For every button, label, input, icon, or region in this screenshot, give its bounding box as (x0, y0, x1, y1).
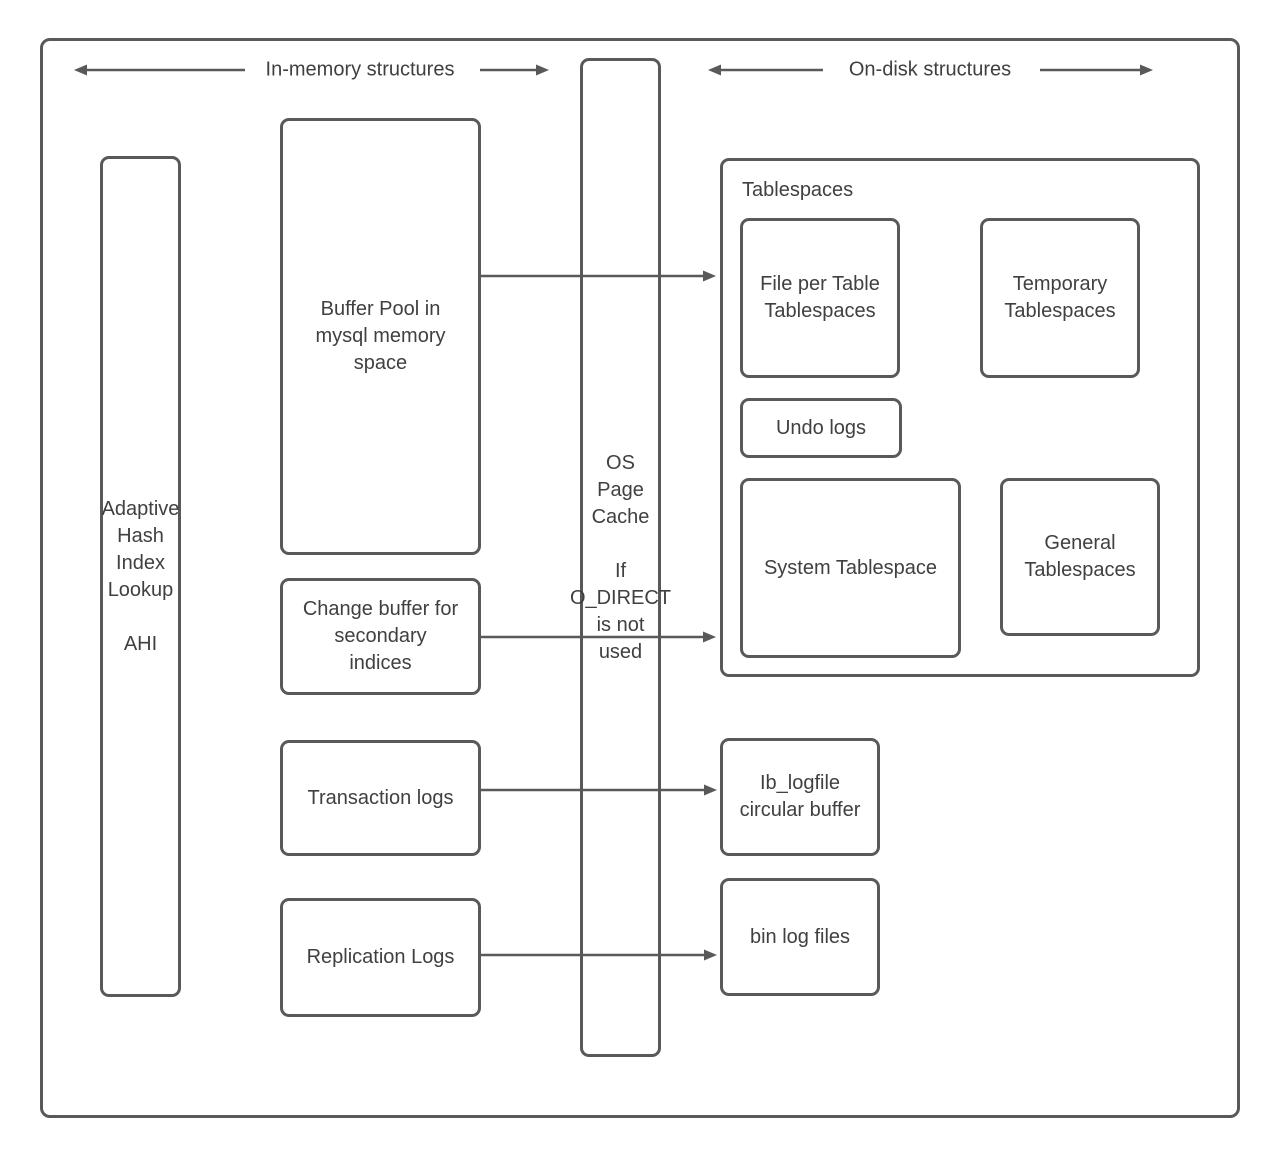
box-adaptive-hash-index: Adaptive Hash Index Lookup AHI (100, 156, 181, 997)
tablespaces-label: Tablespaces (742, 179, 854, 201)
box-system-tablespace: System Tablespace (740, 478, 961, 658)
bin-log-files-label: bin log files (749, 925, 851, 948)
temporary-tablespaces-label: Temporary Tablespaces (1004, 273, 1116, 322)
system-tablespace-label: System Tablespace (763, 556, 938, 579)
box-undo-logs: Undo logs (740, 398, 902, 458)
undo-logs-label: Undo logs (775, 416, 867, 439)
ib-logfile-label: Ib_logfile circular buffer (739, 772, 861, 821)
replication-logs-label: Replication Logs (306, 946, 455, 968)
change-buffer-label: Change buffer for secondary indices (302, 598, 459, 674)
box-general-tablespaces: General Tablespaces (1000, 478, 1160, 636)
in-memory-structures-label: In-memory structures (265, 58, 455, 81)
box-replication-logs: Replication Logs (280, 898, 481, 1017)
file-per-table-tablespaces-label: File per Table Tablespaces (760, 273, 880, 322)
box-change-buffer: Change buffer for secondary indices (280, 578, 481, 695)
general-tablespaces-label: General Tablespaces (1024, 532, 1136, 581)
box-ib-logfile: Ib_logfile circular buffer (720, 738, 880, 856)
transaction-logs-label: Transaction logs (307, 786, 454, 809)
adaptive-hash-index-label: Adaptive Hash Index Lookup AHI (101, 497, 180, 655)
box-os-page-cache: OS Page Cache If O_DIRECT is not used (570, 58, 671, 1057)
box-transaction-logs: Transaction logs (280, 740, 481, 856)
os-page-cache-label: OS Page Cache If O_DIRECT is not used (569, 451, 672, 663)
box-temporary-tablespaces: Temporary Tablespaces (980, 218, 1140, 378)
box-file-per-table-tablespaces: File per Table Tablespaces (740, 218, 900, 378)
box-buffer-pool: Buffer Pool in mysql memory space (280, 118, 481, 555)
buffer-pool-label: Buffer Pool in mysql memory space (315, 298, 446, 374)
box-bin-log-files: bin log files (720, 878, 880, 996)
on-disk-structures-label: On-disk structures (848, 58, 1012, 81)
